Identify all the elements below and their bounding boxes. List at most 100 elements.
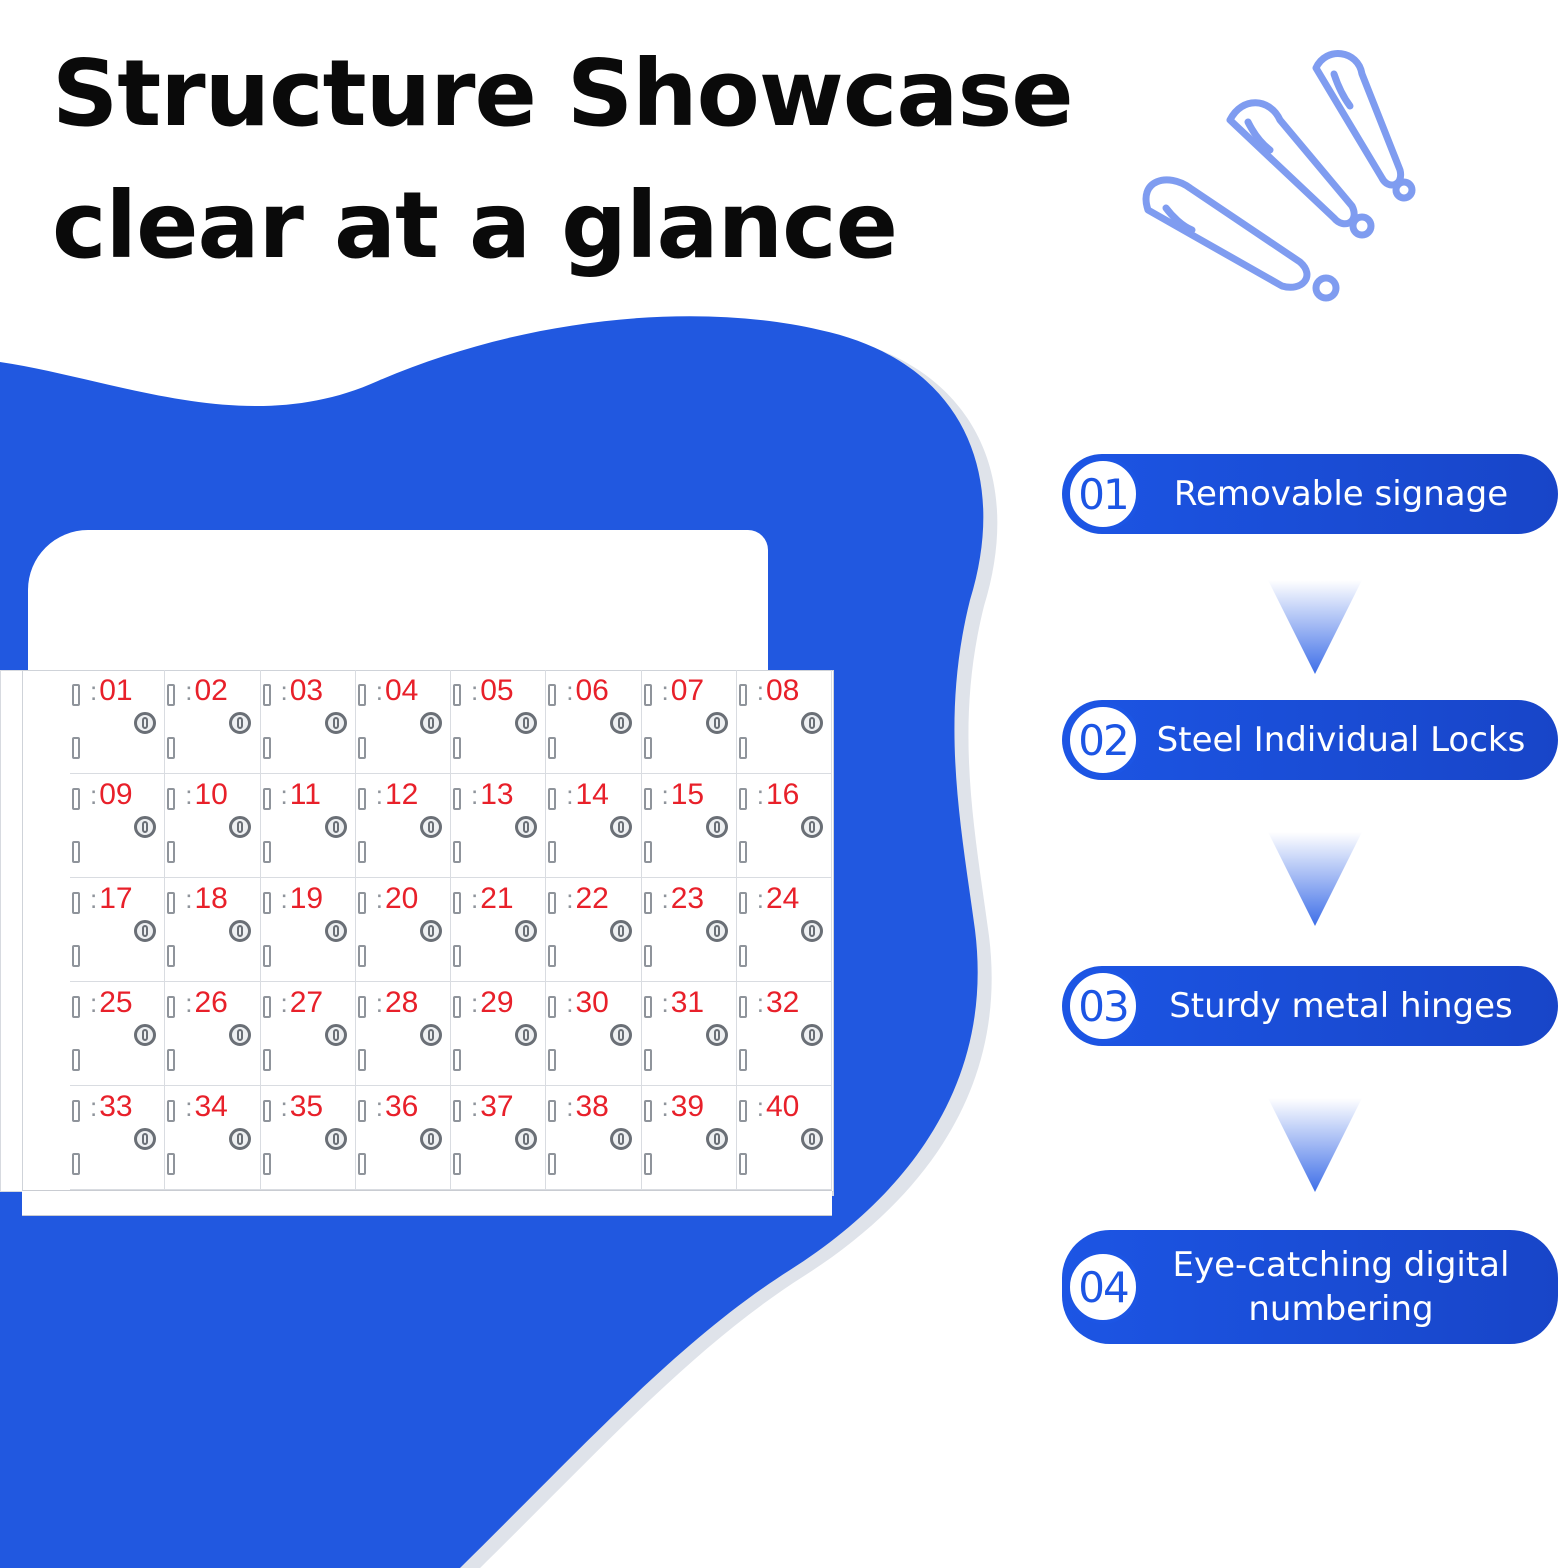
cam-lock-icon bbox=[324, 1024, 347, 1046]
locker-number: 01 bbox=[90, 676, 132, 706]
cam-lock-icon bbox=[134, 816, 156, 838]
locker-compartment: 38 bbox=[546, 1086, 642, 1190]
locker-base bbox=[22, 1190, 832, 1216]
locker-number: 09 bbox=[90, 780, 132, 810]
hinge-icon bbox=[357, 684, 366, 706]
cam-lock-icon bbox=[515, 1128, 537, 1150]
hinge-icon bbox=[453, 1049, 461, 1071]
locker-number: 17 bbox=[90, 884, 132, 914]
hinge-icon bbox=[72, 1100, 80, 1122]
hinge-icon bbox=[643, 945, 652, 967]
locker-compartment: 29 bbox=[451, 982, 547, 1086]
locker-number: 33 bbox=[90, 1092, 132, 1122]
chevron-down-icon bbox=[1268, 832, 1362, 926]
hinge-icon bbox=[357, 737, 366, 759]
feature-label: Sturdy metal hinges bbox=[1169, 985, 1513, 1026]
cam-lock-icon bbox=[229, 816, 252, 838]
hinge-icon bbox=[453, 684, 461, 706]
hinge-icon bbox=[357, 945, 366, 967]
locker-compartment: 35 bbox=[260, 1086, 356, 1190]
hinge-icon bbox=[548, 1100, 557, 1122]
hinge-icon bbox=[738, 737, 747, 759]
locker-number: 36 bbox=[376, 1092, 418, 1122]
locker-number: 37 bbox=[471, 1092, 513, 1122]
cam-lock-icon bbox=[610, 712, 633, 734]
locker-cabinet-illustration: 0102030405060708091011121314151617181920… bbox=[0, 530, 840, 1230]
cam-lock-icon bbox=[324, 816, 347, 838]
cam-lock-icon bbox=[800, 712, 823, 734]
locker-compartment: 14 bbox=[546, 774, 642, 878]
headline-line-2: clear at a glance bbox=[52, 172, 898, 279]
hinge-icon bbox=[738, 841, 747, 863]
locker-number: 19 bbox=[281, 884, 323, 914]
feature-pill-digital-numbering: 04 Eye-catching digital numbering bbox=[1062, 1230, 1558, 1344]
hinge-icon bbox=[262, 1153, 271, 1175]
locker-compartment: 04 bbox=[355, 670, 451, 774]
hinge-icon bbox=[262, 1049, 271, 1071]
cam-lock-icon bbox=[419, 1024, 442, 1046]
hinge-icon bbox=[643, 892, 652, 914]
locker-compartment: 21 bbox=[451, 878, 547, 982]
chevron-down-icon bbox=[1268, 580, 1362, 674]
hinge-icon bbox=[453, 788, 461, 810]
hinge-icon bbox=[167, 1049, 176, 1071]
cam-lock-icon bbox=[419, 1128, 442, 1150]
cam-lock-icon bbox=[515, 920, 537, 942]
cam-lock-icon bbox=[705, 816, 728, 838]
locker-number: 32 bbox=[757, 988, 799, 1018]
hinge-icon bbox=[72, 788, 80, 810]
cam-lock-icon bbox=[515, 816, 537, 838]
locker-compartment: 24 bbox=[736, 878, 832, 982]
locker-compartment: 23 bbox=[641, 878, 737, 982]
hinge-icon bbox=[357, 841, 366, 863]
locker-number: 13 bbox=[471, 780, 513, 810]
cam-lock-icon bbox=[800, 920, 823, 942]
cam-lock-icon bbox=[134, 1024, 156, 1046]
hinge-icon bbox=[738, 945, 747, 967]
cam-lock-icon bbox=[419, 712, 442, 734]
locker-number: 15 bbox=[662, 780, 704, 810]
locker-compartment: 13 bbox=[451, 774, 547, 878]
hinge-icon bbox=[72, 996, 80, 1018]
locker-number: 18 bbox=[185, 884, 227, 914]
hinge-icon bbox=[357, 1049, 366, 1071]
locker-side-panel bbox=[0, 670, 24, 1192]
feature-label: Eye-catching digital numbering bbox=[1172, 1244, 1510, 1329]
cam-lock-icon bbox=[515, 1024, 537, 1046]
hinge-icon bbox=[643, 737, 652, 759]
feature-number-badge: 02 bbox=[1066, 703, 1140, 777]
locker-number: 12 bbox=[376, 780, 418, 810]
locker-number: 20 bbox=[376, 884, 418, 914]
locker-number: 31 bbox=[662, 988, 704, 1018]
hinge-icon bbox=[643, 1049, 652, 1071]
hinge-icon bbox=[262, 945, 271, 967]
hinge-icon bbox=[453, 841, 461, 863]
hinge-icon bbox=[357, 788, 366, 810]
feature-pill-metal-hinges: 03 Sturdy metal hinges bbox=[1062, 966, 1558, 1046]
locker-number: 26 bbox=[185, 988, 227, 1018]
hinge-icon bbox=[738, 788, 747, 810]
hinge-icon bbox=[167, 788, 176, 810]
hinge-icon bbox=[262, 684, 271, 706]
locker-number: 22 bbox=[566, 884, 608, 914]
cam-lock-icon bbox=[324, 920, 347, 942]
hinge-icon bbox=[167, 737, 176, 759]
locker-compartment: 36 bbox=[355, 1086, 451, 1190]
locker-number: 25 bbox=[90, 988, 132, 1018]
hinge-icon bbox=[643, 684, 652, 706]
hinge-icon bbox=[643, 1100, 652, 1122]
locker-compartment: 39 bbox=[641, 1086, 737, 1190]
hinge-icon bbox=[72, 945, 80, 967]
locker-compartment: 33 bbox=[70, 1086, 166, 1190]
hinge-icon bbox=[643, 788, 652, 810]
hinge-icon bbox=[167, 996, 176, 1018]
cam-lock-icon bbox=[515, 712, 537, 734]
feature-number-badge: 01 bbox=[1066, 457, 1140, 531]
cam-lock-icon bbox=[705, 1128, 728, 1150]
locker-compartment: 28 bbox=[355, 982, 451, 1086]
headline-line-1: Structure Showcase bbox=[52, 40, 1074, 147]
cam-lock-icon bbox=[134, 920, 156, 942]
locker-number: 24 bbox=[757, 884, 799, 914]
locker-compartment-grid: 0102030405060708091011121314151617181920… bbox=[70, 670, 832, 1190]
